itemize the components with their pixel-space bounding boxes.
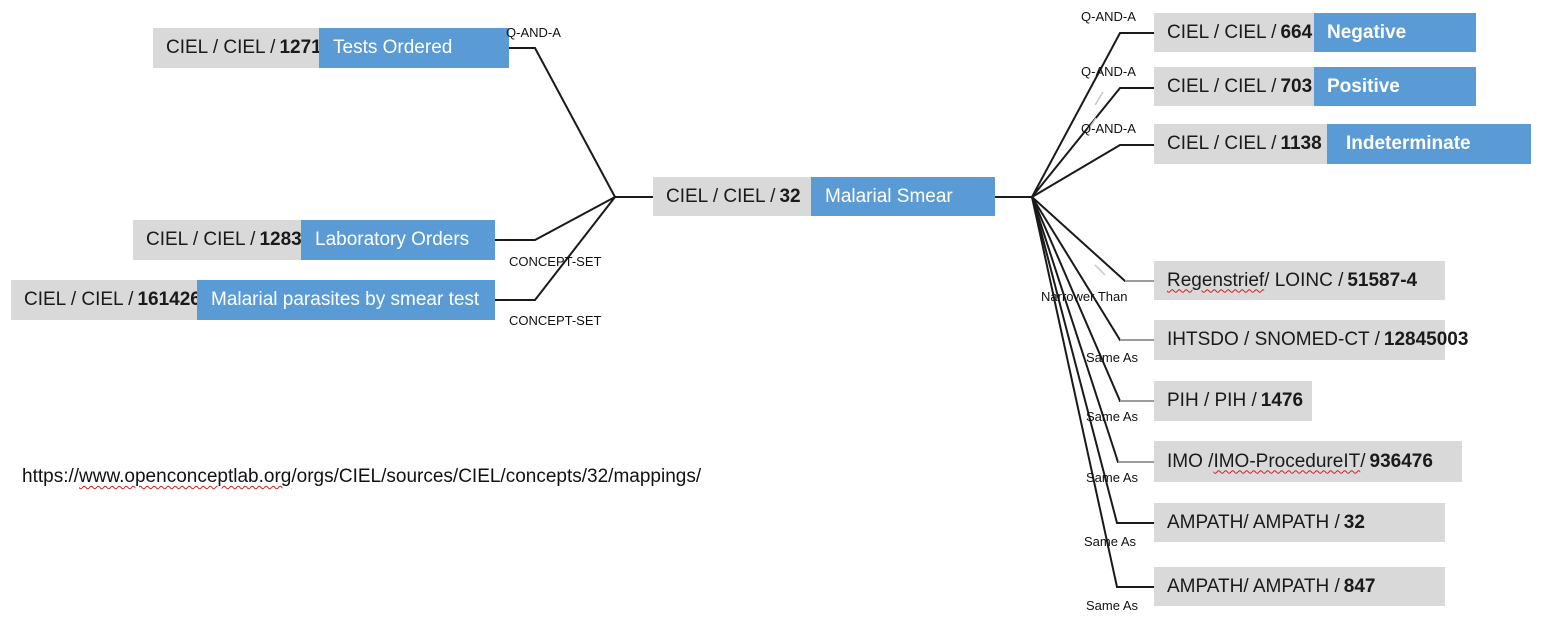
- node-indeterminate[interactable]: CIEL / CIEL /1138 Indeterminate: [1154, 124, 1531, 164]
- node-name: Positive: [1314, 67, 1476, 106]
- node-malarial-parasites[interactable]: CIEL / CIEL /161426 Malarial parasites b…: [11, 280, 495, 320]
- node-laboratory-orders[interactable]: CIEL / CIEL /1283 Laboratory Orders: [133, 220, 495, 260]
- edge-label: Q-AND-A: [1081, 64, 1136, 79]
- node-pih[interactable]: PIH / PIH /1476: [1154, 381, 1312, 421]
- edge-tests-ordered: [495, 47, 653, 198]
- node-code: IHTSDO / SNOMED-CT /12845003: [1154, 320, 1468, 360]
- edge-label: CONCEPT-SET: [509, 254, 602, 269]
- node-code: AMPATH/ AMPATH /32: [1154, 503, 1445, 542]
- node-code: PIH / PIH /1476: [1154, 381, 1312, 421]
- edge-label: Same As: [1084, 534, 1137, 549]
- node-code: AMPATH/ AMPATH /847: [1154, 567, 1445, 606]
- edge-label: Same As: [1086, 598, 1139, 613]
- node-code: CIEL / CIEL /1283: [133, 220, 302, 260]
- node-code: IMO / IMO-ProcedureIT /936476: [1154, 441, 1462, 482]
- node-malarial-smear[interactable]: CIEL / CIEL /32 Malarial Smear: [653, 177, 995, 216]
- edge-label: Q-AND-A: [506, 25, 561, 40]
- node-code: CIEL / CIEL /1138: [1154, 124, 1327, 164]
- node-code: Regenstrief / LOINC /51587-4: [1154, 261, 1445, 300]
- edge-laboratory-orders: [495, 196, 616, 241]
- node-name: Indeterminate: [1327, 124, 1531, 164]
- node-code: CIEL / CIEL /664: [1154, 13, 1314, 52]
- edge-label: Q-AND-A: [1081, 121, 1136, 136]
- node-negative[interactable]: CIEL / CIEL /664 Negative: [1154, 13, 1476, 52]
- edge-malarial-parasites: [495, 196, 616, 301]
- node-code: CIEL / CIEL /703: [1154, 67, 1314, 106]
- node-tests-ordered[interactable]: CIEL / CIEL /1271 Tests Ordered: [153, 28, 509, 68]
- node-code: CIEL / CIEL /1271: [153, 28, 322, 68]
- node-code: CIEL / CIEL /161426: [11, 280, 201, 320]
- node-positive[interactable]: CIEL / CIEL /703 Positive: [1154, 67, 1476, 106]
- node-name: Malarial parasites by smear test: [197, 280, 495, 320]
- edge-indeterminate: [1031, 144, 1154, 198]
- source-url: https://www.openconceptlab.org/orgs/CIEL…: [22, 466, 702, 487]
- node-loinc[interactable]: Regenstrief / LOINC /51587-4: [1154, 261, 1445, 300]
- edge-ampath-847: [1031, 196, 1154, 588]
- node-name: Tests Ordered: [319, 28, 509, 68]
- edge-negative: [995, 32, 1154, 198]
- node-name: Malarial Smear: [811, 177, 995, 216]
- node-ampath-847[interactable]: AMPATH/ AMPATH /847: [1154, 567, 1445, 606]
- edge-label: CONCEPT-SET: [509, 313, 602, 328]
- edge-label: Same As: [1086, 409, 1139, 424]
- edge-ampath-32: [1031, 196, 1154, 524]
- node-imo[interactable]: IMO / IMO-ProcedureIT /936476: [1154, 441, 1462, 482]
- node-snomed[interactable]: IHTSDO / SNOMED-CT /12845003: [1154, 320, 1468, 360]
- node-name: Negative: [1314, 13, 1476, 52]
- node-code: CIEL / CIEL /32: [653, 177, 811, 216]
- edge-positive: [1031, 87, 1154, 198]
- edge-label: Q-AND-A: [1081, 9, 1136, 24]
- node-name: Laboratory Orders: [301, 220, 495, 260]
- edge-label: Same As: [1086, 470, 1139, 485]
- edge-label: Narrower Than: [1041, 289, 1128, 304]
- edge-label: Same As: [1086, 350, 1139, 365]
- node-ampath-32[interactable]: AMPATH/ AMPATH /32: [1154, 503, 1445, 542]
